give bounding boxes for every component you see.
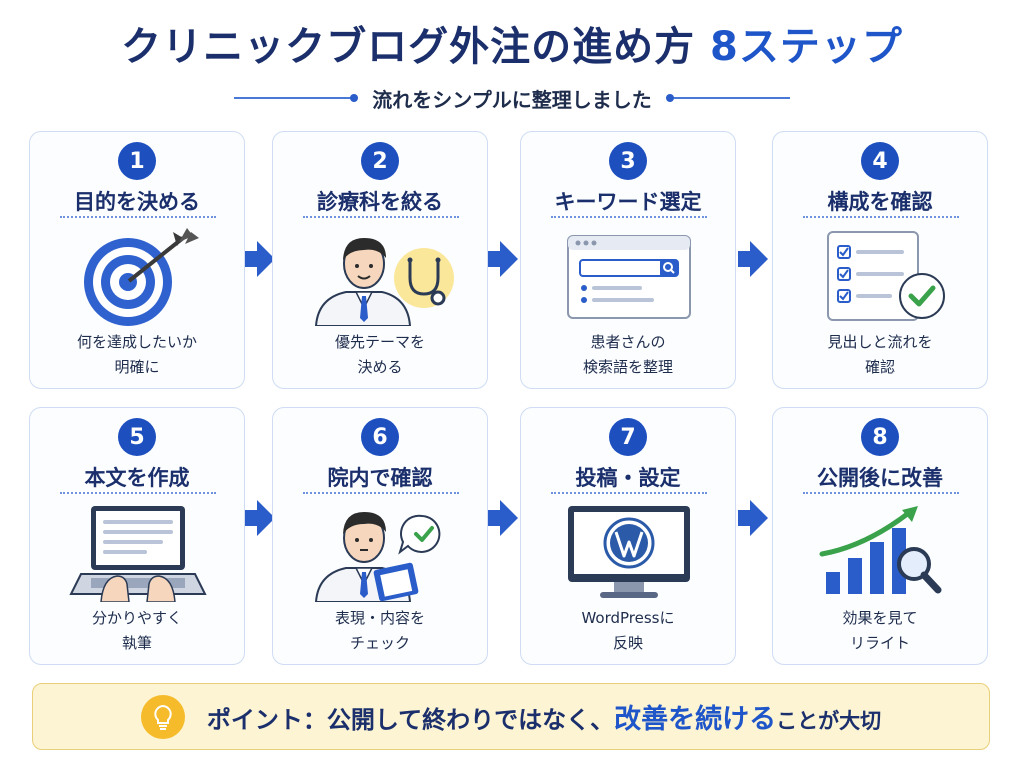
step-description: 分かりやすく 執筆 xyxy=(30,606,244,656)
arrow-right-icon xyxy=(488,241,518,277)
target-icon xyxy=(84,228,199,326)
subtitle: 流れをシンプルに整理しました xyxy=(372,87,652,112)
step-card-4: 4 構成を確認 見出しと流れを 確認 xyxy=(772,131,988,389)
desc-line-1: 分かりやすく xyxy=(91,609,182,627)
desc-line-2: 検索語を整理 xyxy=(582,358,673,376)
step-description: 優先テーマを 決める xyxy=(273,330,487,380)
step-card-5: 5 本文を作成 分かりやすく 執筆 xyxy=(29,407,245,665)
step-number-badge: 4 xyxy=(861,142,899,180)
desc-line-1: WordPressに xyxy=(581,609,675,627)
step-number-badge: 3 xyxy=(609,142,647,180)
dotted-divider xyxy=(803,492,959,494)
step-title: 公開後に改善 xyxy=(817,466,943,490)
step-description: 表現・内容を チェック xyxy=(273,606,487,656)
desc-line-2: 反映 xyxy=(612,634,643,652)
step-card-6: 6 院内で確認 表現・内容を チェック xyxy=(272,407,488,665)
subtitle-divider-right xyxy=(665,94,790,102)
step-description: 何を達成したいか 明確に xyxy=(30,330,244,380)
step-number-badge: 5 xyxy=(118,418,156,456)
step-card-1: 1 目的を決める 何を達成したいか 明確に xyxy=(29,131,245,389)
arrow-right-icon xyxy=(245,241,275,277)
desc-line-1: 表現・内容を xyxy=(334,609,425,627)
arrow-right-icon xyxy=(738,241,768,277)
doctor-clipboard-icon xyxy=(314,512,441,602)
step-card-2: 2 診療科を絞る 優先テーマを 決める xyxy=(272,131,488,389)
step-number-badge: 1 xyxy=(118,142,156,180)
step-description: 患者さんの 検索語を整理 xyxy=(521,330,735,380)
title-main: クリニックブログ外注の進め方 xyxy=(121,24,696,70)
step-card-7: 7 投稿・設定 WordPressに 反映 xyxy=(520,407,736,665)
point-tail: ことが大切 xyxy=(776,709,882,733)
doctor-stethoscope-icon xyxy=(314,238,454,326)
arrow-right-icon xyxy=(488,500,518,536)
step-title: 投稿・設定 xyxy=(575,466,681,490)
step-number-badge: 8 xyxy=(861,418,899,456)
arrow-right-icon xyxy=(245,500,275,536)
step-description: 見出しと流れを 確認 xyxy=(773,330,987,380)
dotted-divider xyxy=(303,216,459,218)
step-title: 本文を作成 xyxy=(84,466,190,490)
dotted-divider xyxy=(303,492,459,494)
desc-line-2: 執筆 xyxy=(121,634,152,652)
desc-line-2: チェック xyxy=(349,634,410,652)
dotted-divider xyxy=(551,216,707,218)
step-title: キーワード選定 xyxy=(554,190,702,214)
desc-line-2: 決める xyxy=(357,358,403,376)
dotted-divider xyxy=(803,216,959,218)
desc-line-1: 優先テーマを xyxy=(334,333,425,351)
desc-line-1: 見出しと流れを xyxy=(827,333,933,351)
point-banner: ポイント：公開して終わりではなく、改善を続けることが大切 xyxy=(32,683,990,750)
dotted-divider xyxy=(60,492,216,494)
step-description: 効果を見て リライト xyxy=(773,606,987,656)
desc-line-1: 患者さんの xyxy=(590,333,666,351)
step-title: 目的を決める xyxy=(74,190,200,214)
subtitle-row: 流れをシンプルに整理しました xyxy=(0,84,1024,112)
step-number-badge: 7 xyxy=(609,418,647,456)
step-title: 診療科を絞る xyxy=(317,190,443,214)
title-accent: 8ステップ xyxy=(710,24,903,70)
growth-chart-icon xyxy=(819,506,942,594)
step-number-badge: 6 xyxy=(361,418,399,456)
point-lead: ポイント：公開して終わりではなく、 xyxy=(206,706,615,734)
page-title: クリニックブログ外注の進め方 8ステップ xyxy=(0,14,1024,72)
search-window-icon xyxy=(567,235,691,319)
step-card-8: 8 公開後に改善 効果を見て リライト xyxy=(772,407,988,665)
step-description: WordPressに 反映 xyxy=(521,606,735,656)
step-card-3: 3 キーワード選定 患者さんの 検索語を整理 xyxy=(520,131,736,389)
laptop-typing-icon xyxy=(69,506,207,602)
point-message: ポイント：公開して終わりではなく、改善を続けることが大切 xyxy=(207,697,881,736)
desc-line-1: 何を達成したいか xyxy=(76,333,197,351)
point-highlight: 改善を続ける xyxy=(614,704,777,735)
checklist-icon xyxy=(827,231,945,321)
desc-line-2: リライト xyxy=(849,634,910,652)
wordpress-monitor-icon xyxy=(568,506,690,598)
step-title: 院内で確認 xyxy=(327,466,433,490)
lightbulb-icon xyxy=(140,694,185,739)
arrow-right-icon xyxy=(738,500,768,536)
dotted-divider xyxy=(60,216,216,218)
step-title: 構成を確認 xyxy=(827,190,933,214)
desc-line-1: 効果を見て xyxy=(842,609,918,627)
subtitle-divider-left xyxy=(234,94,359,102)
desc-line-2: 明確に xyxy=(114,358,160,376)
step-number-badge: 2 xyxy=(361,142,399,180)
dotted-divider xyxy=(551,492,707,494)
desc-line-2: 確認 xyxy=(864,358,895,376)
